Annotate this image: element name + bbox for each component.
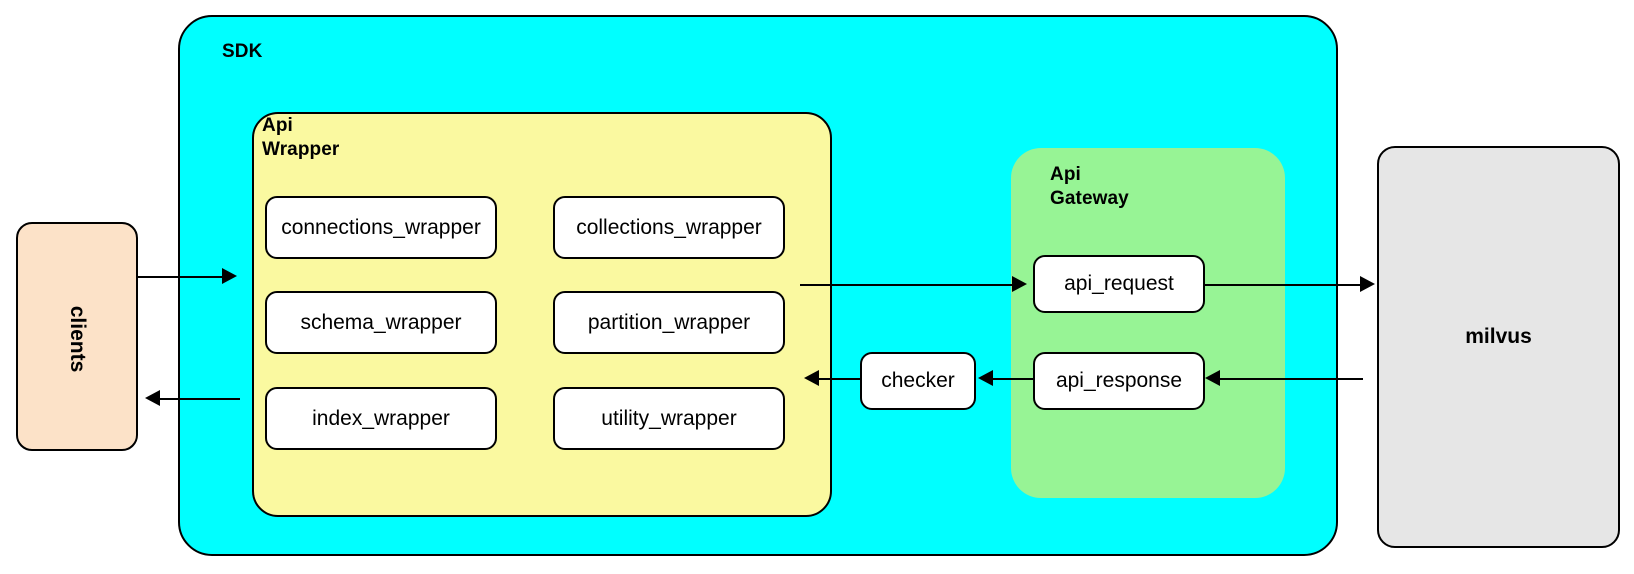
edge-checker-to-wrapper-arrowhead	[804, 370, 819, 386]
node-checker[interactable]: checker	[860, 352, 976, 410]
clients-label: clients	[66, 305, 89, 373]
node-schema-wrapper[interactable]: schema_wrapper	[265, 291, 497, 354]
milvus-box[interactable]	[1377, 146, 1620, 548]
edge-response-to-checker-arrowhead	[978, 370, 993, 386]
api-wrapper-title: Api Wrapper	[262, 115, 340, 160]
edge-clients-to-wrapper-line	[138, 276, 226, 278]
edge-wrapper-to-gateway-arrowhead	[1012, 276, 1027, 292]
edge-milvus-to-response-arrowhead	[1205, 370, 1220, 386]
edge-checker-to-wrapper-line	[818, 378, 862, 380]
edge-response-to-checker-line	[992, 378, 1034, 380]
edge-request-to-milvus-line	[1205, 284, 1363, 286]
node-connections-wrapper[interactable]: connections_wrapper	[265, 196, 497, 259]
api-gateway-container[interactable]	[1011, 148, 1285, 498]
node-api-response[interactable]: api_response	[1033, 352, 1205, 410]
clients-box[interactable]	[16, 222, 138, 451]
edge-wrapper-to-clients-line	[160, 398, 240, 400]
sdk-title: SDK	[222, 41, 263, 62]
edge-clients-to-wrapper-arrowhead	[222, 268, 237, 284]
node-collections-wrapper[interactable]: collections_wrapper	[553, 196, 785, 259]
node-utility-wrapper[interactable]: utility_wrapper	[553, 387, 785, 450]
node-partition-wrapper[interactable]: partition_wrapper	[553, 291, 785, 354]
milvus-label: milvus	[1465, 325, 1532, 348]
node-api-request[interactable]: api_request	[1033, 255, 1205, 313]
edge-wrapper-to-gateway-line	[800, 284, 1018, 286]
node-index-wrapper[interactable]: index_wrapper	[265, 387, 497, 450]
edge-wrapper-to-clients-arrowhead	[145, 390, 160, 406]
api-gateway-title: Api Gateway	[1050, 164, 1129, 209]
edge-request-to-milvus-arrowhead	[1360, 276, 1375, 292]
edge-milvus-to-response-line	[1218, 378, 1363, 380]
